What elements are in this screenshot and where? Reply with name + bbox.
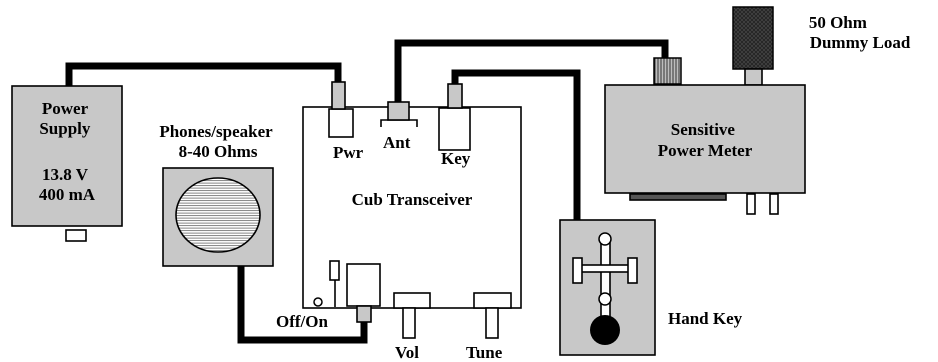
dummy-load-base [745, 69, 762, 85]
off-on-label: Off/On [276, 312, 328, 331]
pwr-jack [329, 109, 353, 137]
dummy-load-label: 50 Ohm Dummy Load [809, 13, 911, 52]
meter-terminal-left [747, 194, 755, 214]
speaker: Phones/speaker 8-40 Ohms [159, 122, 276, 266]
speaker-cone [176, 178, 260, 252]
tune-knob [486, 308, 498, 338]
pwr-label: Pwr [333, 143, 364, 162]
key-post-right [628, 258, 637, 283]
hand-key: Hand Key [560, 220, 743, 355]
power-supply-foot [66, 230, 86, 241]
key-plug [448, 84, 462, 108]
switch-pivot [314, 298, 322, 306]
vol-knob [403, 308, 415, 338]
ant-label: Ant [383, 133, 411, 152]
key-label: Key [441, 149, 471, 168]
meter-base-strip [630, 194, 726, 200]
switch-lever [330, 261, 339, 280]
key-knob [590, 315, 620, 345]
vol-pot [394, 293, 430, 308]
key-pivot-bottom [599, 293, 611, 305]
key-post-left [573, 258, 582, 283]
hand-key-label: Hand Key [668, 309, 743, 328]
vol-label: Vol [395, 343, 419, 362]
tune-pot [474, 293, 511, 308]
meter-terminal-right [770, 194, 778, 214]
transceiver: Cub Transceiver Pwr Ant Key Off/On Vol T… [276, 82, 521, 362]
pwr-plug [332, 82, 345, 109]
key-crossbar [580, 265, 630, 272]
transceiver-label: Cub Transceiver [352, 190, 473, 209]
phones-label: Phones/speaker 8-40 Ohms [159, 122, 276, 161]
tune-label: Tune [466, 343, 503, 362]
dummy-load-icon [733, 7, 773, 69]
audio-jack [347, 264, 380, 306]
power-supply: Power Supply 13.8 V 400 mA [12, 86, 122, 241]
meter-connector [654, 58, 681, 84]
key-pivot-top [599, 233, 611, 245]
audio-plug [357, 306, 371, 322]
coax-connector-icon [388, 102, 409, 120]
power-meter-icon [605, 85, 805, 193]
key-jack [439, 108, 470, 150]
power-meter: 50 Ohm Dummy Load Sensitive Power Meter [605, 7, 911, 214]
